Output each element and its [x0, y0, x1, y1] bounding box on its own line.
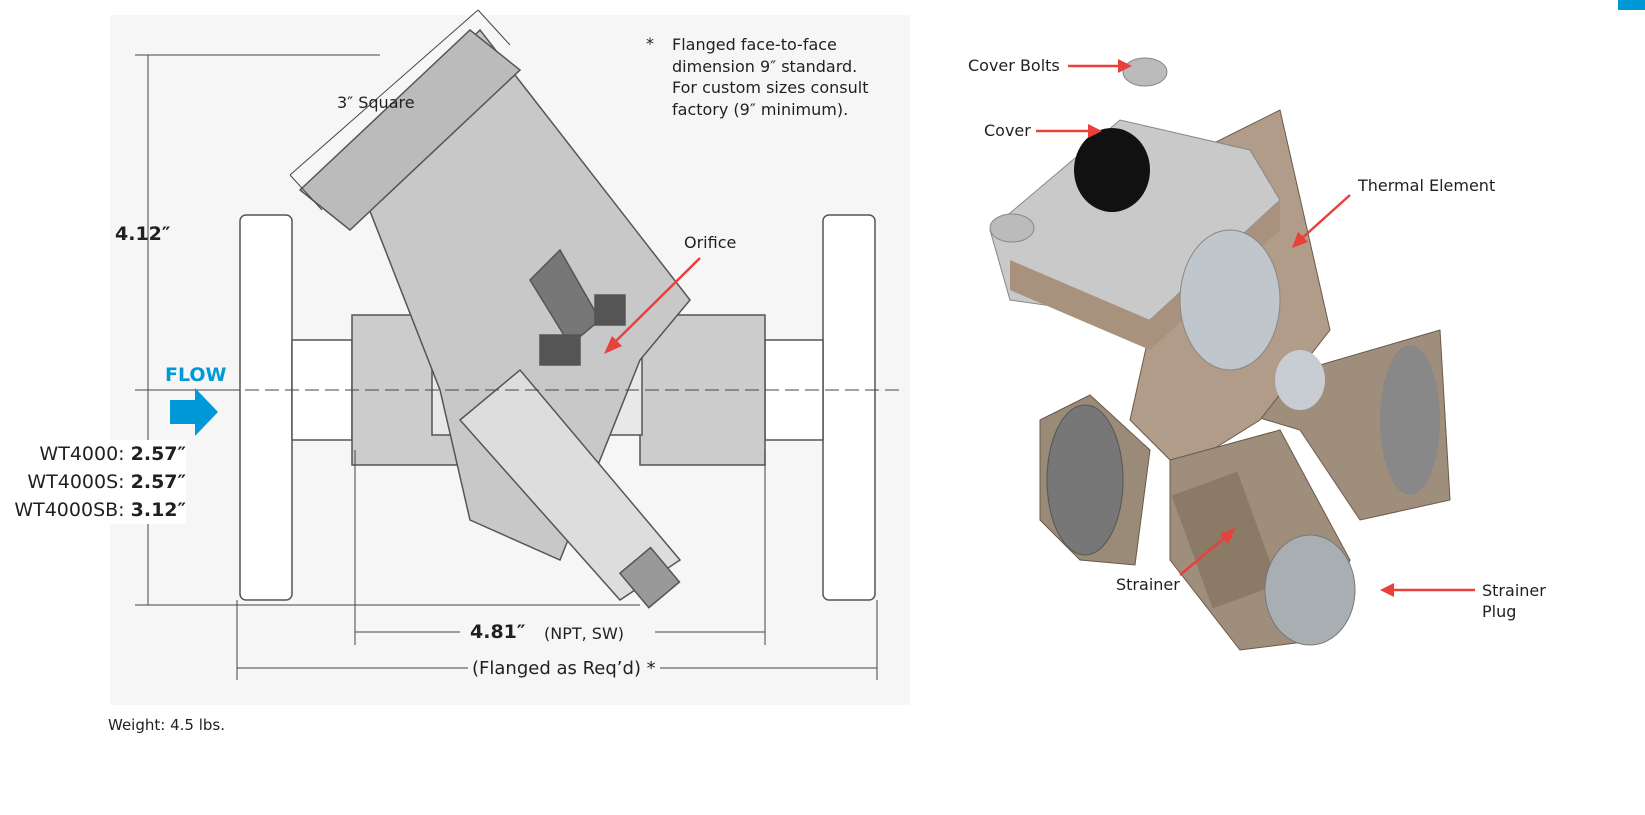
model-value: 2.57″	[130, 471, 186, 493]
length-note: (NPT, SW)	[544, 624, 625, 643]
cover	[298, 29, 522, 231]
strainer-plug-line: Plug	[1482, 602, 1517, 621]
model-value: 3.12″	[130, 499, 186, 521]
flanged-as-required: (Flanged as Req’d) *	[468, 658, 660, 679]
model-name: WT4000SB:	[14, 499, 125, 521]
model-value: 2.57″	[130, 443, 186, 465]
model-dimensions: WT4000: 2.57″ WT4000S: 2.57″ WT4000SB: 3…	[0, 440, 186, 524]
flow-label: FLOW	[165, 364, 227, 386]
note-line: dimension 9″ standard.	[672, 56, 858, 76]
note-line: factory (9″ minimum).	[672, 99, 849, 119]
cover-label: Cover	[984, 121, 1031, 140]
cutaway-render	[989, 57, 1451, 651]
model-name: WT4000:	[39, 443, 125, 465]
note-star: *	[646, 34, 654, 53]
callout-arrows	[1036, 59, 1475, 597]
model-name: WT4000S:	[27, 471, 125, 493]
strainer-plug-line: Strainer	[1482, 581, 1546, 600]
inlet-pipe	[291, 339, 353, 441]
strainer-section	[458, 368, 682, 601]
strainer-plug-label: Strainer Plug	[1482, 580, 1546, 622]
note-line: For custom sizes consult	[672, 78, 869, 97]
model-row: WT4000SB: 3.12″	[4, 496, 186, 524]
cover-bolts-label: Cover Bolts	[968, 56, 1060, 75]
note-line: Flanged face-to-face	[672, 35, 837, 54]
height-dimension: 4.12″	[115, 223, 171, 245]
inlet-flange	[239, 214, 293, 601]
model-row: WT4000S: 2.57″	[4, 468, 186, 496]
orifice-arrow-icon	[604, 336, 622, 354]
orifice-label: Orifice	[684, 233, 737, 252]
length-dimension: 4.81″	[470, 621, 526, 643]
thermal-element-label: Thermal Element	[1358, 176, 1496, 195]
corner-tab	[1618, 0, 1645, 10]
square-label: 3″ Square	[337, 93, 415, 112]
flanged-note: Flanged face-to-face dimension 9″ standa…	[672, 34, 868, 120]
model-row: WT4000: 2.57″	[4, 440, 186, 468]
flow-arrow-icon	[170, 388, 218, 436]
outlet-body	[639, 314, 766, 466]
outlet-flange	[822, 214, 876, 601]
strainer-label: Strainer	[1116, 575, 1180, 594]
weight-label: Weight: 4.5 lbs.	[108, 716, 225, 734]
